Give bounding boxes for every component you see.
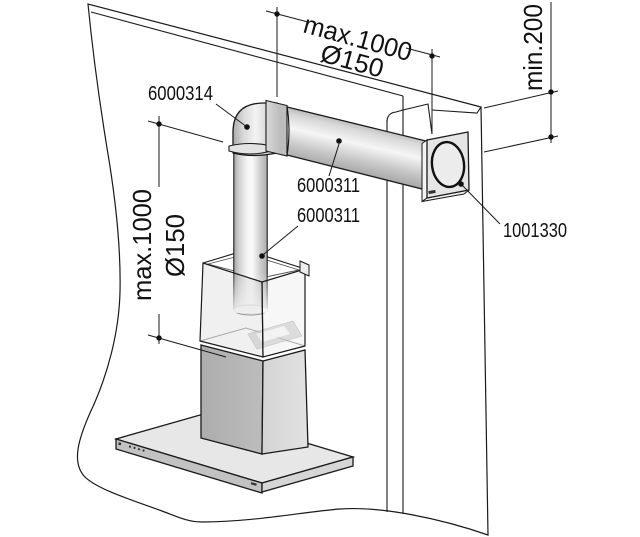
label-duct-vertical-part-number: 6000311 (297, 205, 360, 227)
hood-glass-chimney (199, 260, 310, 358)
canopy-badge (250, 482, 257, 486)
label-duct-horizontal-part-number: 6000311 (297, 175, 360, 197)
duct-collar-bottom (228, 142, 272, 155)
label-duct-horizontal-leader (328, 143, 340, 177)
canopy-right-band (261, 456, 354, 493)
canopy-front-band (115, 438, 263, 494)
hood-body-left (200, 344, 264, 455)
hood-canopy (113, 412, 356, 494)
label-duct-vertical-leader (263, 225, 299, 255)
wall-top-edge-inner (90, 11, 404, 97)
dim-wall-clearance-value: min.200 (518, 4, 548, 91)
dim-vertical-run: max.1000 Ø150 (127, 116, 227, 358)
dim-vertical-run-value: max.1000 (127, 189, 157, 301)
hood-body (200, 344, 309, 455)
label-elbow-leader (215, 103, 248, 128)
hood-controls (118, 442, 145, 452)
wall-top-edge-inner-right (431, 106, 482, 114)
outlet-circle (430, 140, 466, 189)
label-wall-outlet-part-number: 1001330 (503, 220, 567, 242)
outlet-logo (428, 189, 436, 195)
dim-wall-clearance: min.200 (483, 2, 559, 153)
hood-body-right (261, 349, 309, 455)
glass-rim-bracket (299, 260, 310, 277)
dim-vertical-diameter-value: Ø150 (160, 214, 190, 277)
duct-collar-joint (265, 99, 288, 157)
wall-outlet-plate (421, 131, 470, 203)
label-elbow-part-number: 6000314 (148, 83, 213, 105)
label-wall-outlet-leader (461, 184, 501, 225)
glass-face-right (261, 268, 306, 358)
part-labels: 6000314 6000311 6000311 1001330 (148, 83, 567, 259)
duct-vertical (231, 150, 270, 316)
